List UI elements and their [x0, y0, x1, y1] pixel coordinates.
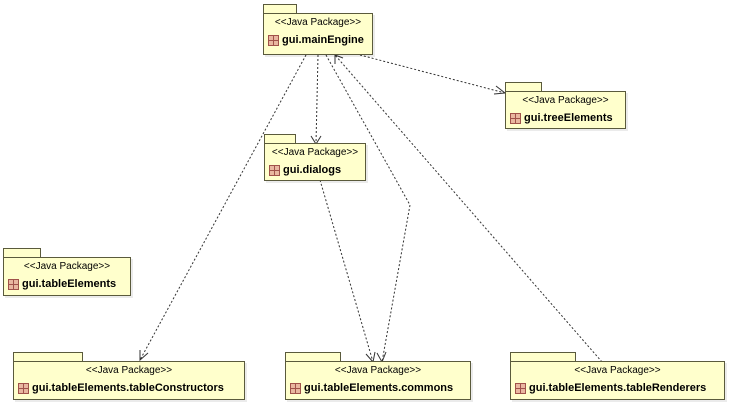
package-name: gui.dialogs: [283, 164, 342, 176]
package-icon: [290, 382, 301, 394]
package-commons[interactable]: <<Java Package>> gui.tableElements.commo…: [285, 352, 471, 400]
stereotype-label: <<Java Package>>: [522, 95, 609, 106]
package-icon: [18, 382, 29, 394]
stereotype-label: <<Java Package>>: [334, 365, 422, 376]
package-tablerenderers[interactable]: <<Java Package>> gui.tableElements.table…: [510, 352, 725, 400]
package-name: gui.treeElements: [524, 112, 613, 124]
package-icon: [8, 278, 19, 290]
package-name: gui.tableElements.tableRenderers: [529, 382, 707, 394]
package-icon: [510, 112, 521, 124]
arrowhead-tableconstructors: [139, 350, 149, 362]
dep-dialogs-commons: [319, 179, 374, 363]
package-treeelements[interactable]: <<Java Package>> gui.treeElements: [505, 82, 626, 129]
dep-mainengine-treeelements: [359, 54, 506, 94]
arrowhead-treeelements: [493, 85, 507, 95]
stereotype-label: <<Java Package>>: [271, 147, 359, 158]
dep-mainengine-commons: [325, 54, 411, 363]
stereotype-label: <<Java Package>>: [85, 365, 173, 376]
stereotype-label: <<Java Package>>: [274, 17, 362, 28]
stereotype-label: <<Java Package>>: [23, 261, 111, 272]
package-icon: [515, 382, 526, 394]
package-icon: [269, 164, 280, 176]
package-tableelements[interactable]: <<Java Package>> gui.tableElements: [3, 248, 131, 296]
package-name: gui.tableElements.tableConstructors: [32, 382, 224, 394]
package-mainengine[interactable]: <<Java Package>> gui.mainEngine: [263, 4, 373, 55]
arrowhead-mainengine: [334, 54, 344, 64]
package-name: gui.tableElements.commons: [304, 382, 454, 394]
package-name: gui.mainEngine: [282, 34, 364, 46]
dep-mainengine-dialogs: [315, 54, 319, 145]
dep-mainengine-tableconstructors: [139, 54, 307, 361]
stereotype-label: <<Java Package>>: [574, 365, 661, 376]
package-tableconstructors[interactable]: <<Java Package>> gui.tableElements.table…: [13, 352, 245, 400]
package-icon: [268, 34, 279, 46]
package-dialogs[interactable]: <<Java Package>> gui.dialogs: [264, 134, 366, 181]
package-name: gui.tableElements: [22, 278, 117, 290]
